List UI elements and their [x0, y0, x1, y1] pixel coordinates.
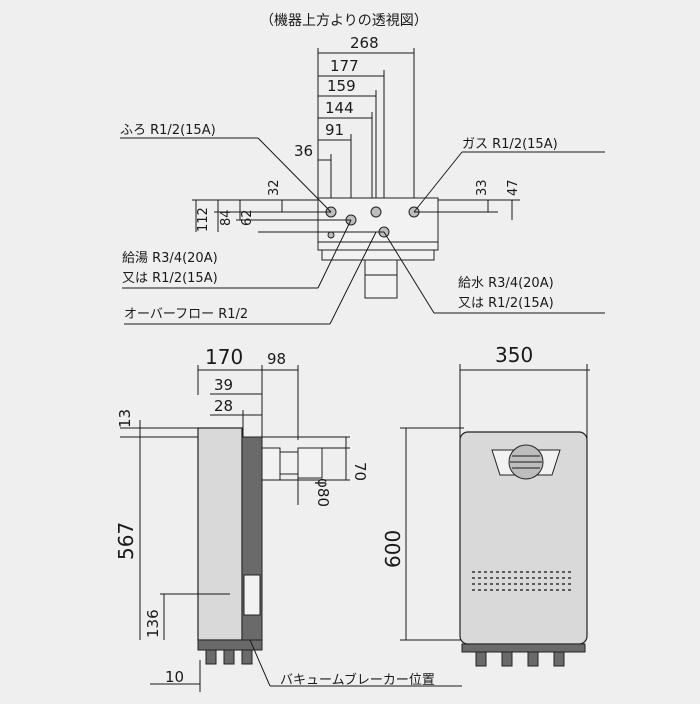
top-width-dimensions: 268 177 159 144 91 36 — [294, 34, 415, 238]
callout-kyusui-1: 給水 R3/4(20A) — [458, 276, 554, 291]
callout-kyuto-2: 又は R1/2(15A) — [122, 271, 218, 286]
dim-177: 177 — [330, 57, 359, 75]
dim-10: 10 — [165, 668, 184, 686]
dim-39: 39 — [214, 376, 233, 394]
dim-33: 33 — [475, 179, 490, 196]
dim-268: 268 — [350, 34, 379, 52]
dim-98: 98 — [267, 350, 286, 368]
dim-84: 84 — [219, 209, 234, 226]
dim-47: 47 — [506, 179, 521, 196]
top-callouts: ふろ R1/2(15A) ガス R1/2(15A) 給湯 R3/4(20A) 又… — [120, 123, 605, 325]
front-view: 350 600 — [381, 343, 590, 667]
dim-70: 70 — [351, 462, 369, 481]
dim-phi80: φ80 — [314, 478, 332, 507]
dim-144: 144 — [325, 99, 354, 117]
dim-91: 91 — [325, 121, 344, 139]
callout-overflow: オーバーフロー R1/2 — [124, 307, 248, 322]
dim-136: 136 — [144, 609, 162, 638]
dim-36: 36 — [294, 142, 313, 160]
dim-170: 170 — [205, 345, 243, 369]
callout-kyuto-1: 給湯 R3/4(20A) — [122, 251, 218, 266]
top-height-dimensions-left: 32 62 84 112 — [192, 179, 384, 233]
top-height-dimensions-right: 33 47 — [414, 179, 521, 220]
callout-furo: ふろ R1/2(15A) — [120, 123, 216, 138]
dim-28: 28 — [214, 397, 233, 415]
dim-13: 13 — [116, 409, 134, 428]
side-view: 170 98 39 28 13 567 70 φ80 136 — [114, 345, 462, 692]
top-view-unit — [317, 197, 439, 299]
top-view-title: （機器上方よりの透視図） — [260, 13, 428, 29]
callout-kyusui-2: 又は R1/2(15A) — [458, 296, 554, 311]
callout-breaker: バキュームブレーカー位置 — [280, 672, 435, 688]
dim-350: 350 — [495, 343, 533, 367]
dim-159: 159 — [327, 77, 356, 95]
dim-62: 62 — [240, 209, 255, 226]
vent-slots-icon — [472, 571, 572, 591]
callout-gas: ガス R1/2(15A) — [462, 137, 558, 152]
dim-600: 600 — [381, 530, 405, 568]
dim-567: 567 — [114, 522, 138, 560]
overflow-port-icon — [370, 206, 382, 218]
dim-32: 32 — [267, 179, 282, 196]
dim-112: 112 — [196, 207, 211, 232]
small-port-icon — [327, 231, 335, 239]
